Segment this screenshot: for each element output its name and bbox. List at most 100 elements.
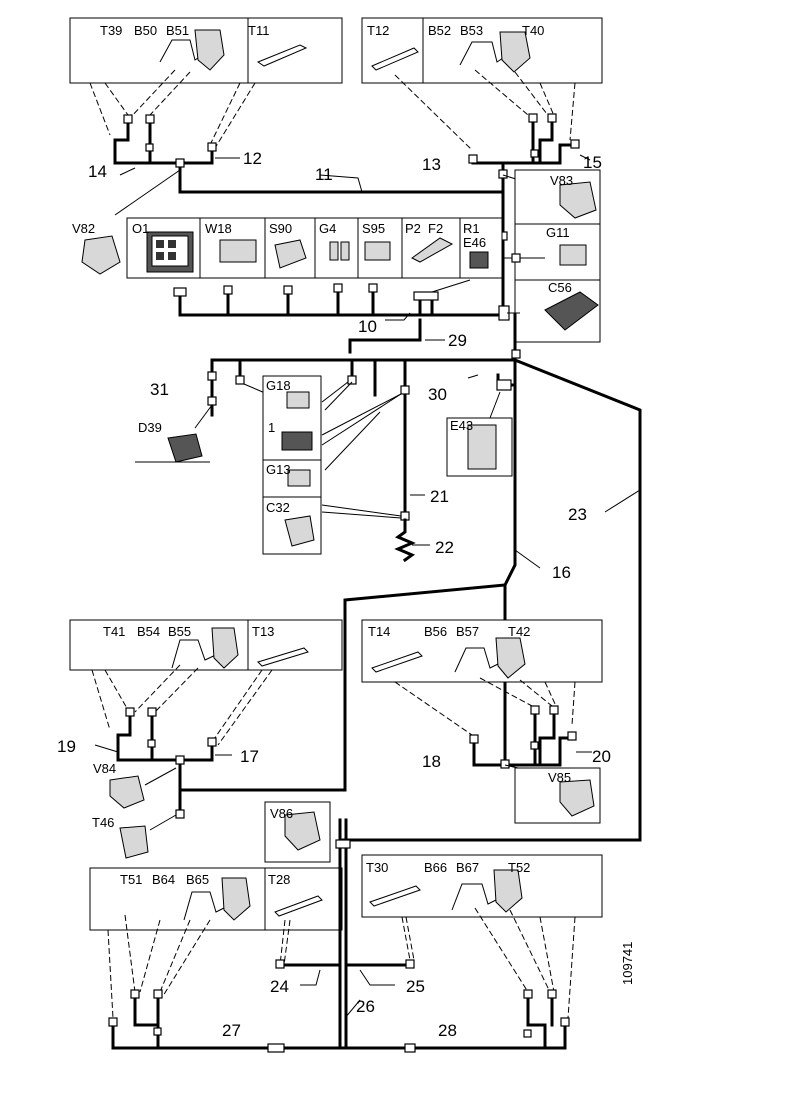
- figure-id: 109741: [620, 942, 635, 985]
- b64-sensor-cable: [183, 891, 233, 921]
- label-t14: T14: [368, 624, 390, 639]
- callout-25: 25: [406, 977, 425, 996]
- p2-f2-icon: [411, 237, 454, 263]
- label-t28: T28: [268, 872, 290, 887]
- callout-27: 27: [222, 1021, 241, 1040]
- label-b53: B53: [460, 23, 483, 38]
- callout-29: 29: [448, 331, 467, 350]
- mid-left-module: T41 B54 B55 T13: [69, 619, 343, 671]
- b53-sensor-icon: [499, 31, 531, 73]
- label-b65: B65: [186, 872, 209, 887]
- label-t46: T46: [92, 815, 114, 830]
- label-t51: T51: [120, 872, 142, 887]
- callouts: 14 12 11 13 15 10 29 31 30 21 22 23 16 1…: [57, 149, 611, 1040]
- label-1: 1: [268, 420, 275, 435]
- label-c56: C56: [548, 280, 572, 295]
- callout-16: 16: [552, 563, 571, 582]
- resistor-22: [394, 518, 416, 563]
- label-o1: O1: [132, 221, 149, 236]
- label-t13: T13: [252, 624, 274, 639]
- label-d39: D39: [138, 420, 162, 435]
- label-g4: G4: [319, 221, 336, 236]
- label-p2: P2: [405, 221, 421, 236]
- label-b57: B57: [456, 624, 479, 639]
- label-b54: B54: [137, 624, 160, 639]
- callout-13: 13: [422, 155, 441, 174]
- label-e46: E46: [463, 235, 486, 250]
- v84-component: V84: [93, 761, 145, 809]
- b57-sensor-icon: [495, 637, 526, 679]
- callout-24: 24: [270, 977, 289, 996]
- t46-sensor-icon: [119, 825, 149, 859]
- s90-switch-icon: [274, 239, 307, 269]
- label-b56: B56: [424, 624, 447, 639]
- harness-11: [178, 161, 505, 194]
- label-v84: V84: [93, 761, 116, 776]
- harness-10: [178, 293, 505, 317]
- callout-20: 20: [592, 747, 611, 766]
- b65-sensor-icon: [221, 877, 251, 921]
- top-right-box: [361, 17, 603, 84]
- top-left-module: T39 B50 B51 T11: [69, 17, 343, 84]
- g13-fuse-icon: [287, 469, 311, 487]
- t28-probe-icon: [274, 895, 323, 917]
- b66-sensor-cable: [451, 883, 505, 911]
- center-component-column: G18 1 G13 C32: [262, 375, 322, 555]
- label-t11: T11: [248, 23, 269, 38]
- label-g13: G13: [266, 462, 291, 477]
- callout-23: 23: [568, 505, 587, 524]
- top-right-module: T12 B52 B53 T40: [361, 17, 603, 84]
- callout-11: 11: [315, 165, 333, 184]
- bottom-right-box: [361, 854, 603, 918]
- label-f2: F2: [428, 221, 443, 236]
- v82-component: V82: [72, 221, 121, 275]
- callout-22: 22: [435, 538, 454, 557]
- callout-10: 10: [358, 317, 377, 336]
- label-g11: G11: [546, 225, 570, 240]
- g4-fuse-icon: [329, 241, 339, 261]
- label-t39: T39: [100, 23, 122, 38]
- b54-sensor-cable: [171, 639, 223, 669]
- label-t42: T42: [508, 624, 530, 639]
- harness-13: [471, 143, 577, 165]
- t46-component: T46: [92, 815, 149, 859]
- t12-probe-icon: [371, 47, 419, 71]
- s95-switch-icon: [364, 241, 391, 261]
- label-e43: E43: [450, 418, 473, 433]
- callout-18: 18: [422, 752, 441, 771]
- callout-28: 28: [438, 1021, 457, 1040]
- callout-12: 12: [243, 149, 262, 168]
- e43-module-icon: [467, 424, 497, 470]
- harness-23: [338, 358, 642, 842]
- callout-26: 26: [356, 997, 375, 1016]
- e43-component: E43: [446, 417, 513, 477]
- b67-sensor-icon: [493, 869, 523, 913]
- v82-valve-icon: [81, 235, 121, 275]
- t11-probe-icon: [256, 44, 308, 67]
- bottom-left-module: T51 B64 B65 T28: [89, 867, 343, 931]
- label-t52: T52: [508, 860, 530, 875]
- callout-17: 17: [240, 747, 259, 766]
- label-w18: W18: [205, 221, 232, 236]
- label-b50: B50: [134, 23, 157, 38]
- harness-14: [113, 120, 182, 165]
- callout-14: 14: [88, 162, 107, 181]
- right-column-components: V83 G11 C56: [514, 169, 601, 343]
- c56-connector-icon: [544, 291, 599, 331]
- label-t40: T40: [522, 23, 544, 38]
- label-b52: B52: [428, 23, 451, 38]
- callout-19: 19: [57, 737, 76, 756]
- label-v86: V86: [270, 806, 293, 821]
- label-b67: B67: [456, 860, 479, 875]
- b51-sensor-icon: [194, 29, 225, 71]
- label-t12: T12: [367, 23, 389, 38]
- b56-sensor-cable: [454, 647, 507, 673]
- label-r1: R1: [463, 221, 480, 236]
- mid-right-box: [361, 619, 603, 683]
- label-b55: B55: [168, 624, 191, 639]
- v86-valve-icon: [284, 811, 321, 851]
- callout-15: 15: [583, 153, 602, 172]
- v83-valve-icon: [559, 181, 597, 219]
- component-row: O1 W18 S90 G4 S95 P2 F2 R1 E46: [126, 217, 503, 279]
